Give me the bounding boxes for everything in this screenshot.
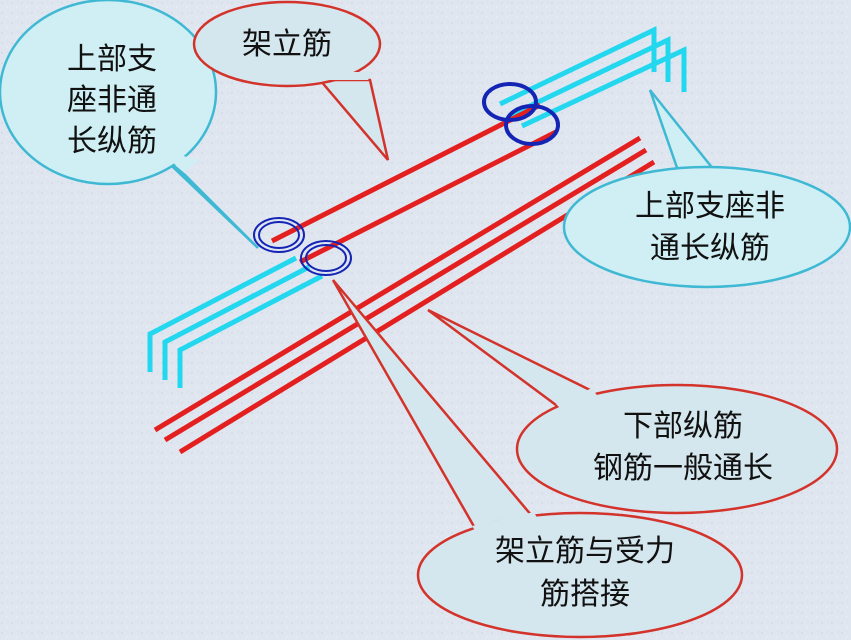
lap-rings-left [253, 217, 352, 276]
callout-right-line-1: 上部支座非 [635, 189, 785, 224]
cyan-bars-left [147, 255, 324, 388]
cyan-bars-right [498, 26, 687, 129]
callout-right-line-2: 通长纵筋 [650, 231, 770, 266]
callout-bottom-bars-line-1: 下部纵筋 [623, 409, 743, 444]
callout-top-left-line-3: 长纵筋 [67, 124, 157, 159]
callout-top-support-left: 上部支 座非通 长纵筋 [0, 0, 259, 249]
callout-top-support-right: 上部支座非 通长纵筋 [562, 89, 851, 289]
callout-top-left-line-1: 上部支 [67, 42, 157, 77]
callout-bottom-bars: 下部纵筋 钢筋一般通长 [427, 308, 839, 515]
callout-top-left-line-2: 座非通 [67, 83, 157, 118]
callout-bottom-bars-line-2: 钢筋一般通长 [593, 451, 773, 486]
lap-rings-right [482, 82, 560, 146]
callout-lap-line-1: 架立筋与受力 [495, 534, 675, 569]
red-erection-bars [270, 102, 558, 265]
callout-erection-bar-label: 架立筋 [242, 27, 332, 62]
callout-erection-bar: 架立筋 [192, 0, 390, 161]
callout-lap-line-2: 筋搭接 [540, 577, 630, 612]
callout-lap-splice: 架立筋与受力 筋搭接 [331, 279, 744, 639]
